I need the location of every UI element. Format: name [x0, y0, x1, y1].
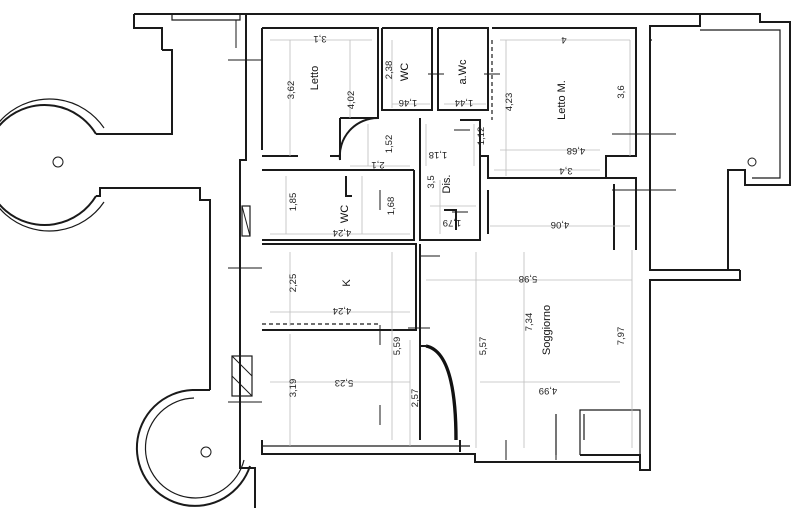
room-label-letto-m: Letto M. — [556, 80, 568, 120]
dim-label: 1,79 — [443, 217, 462, 228]
dim-label: 4,24 — [333, 227, 352, 238]
dim-label: 1,46 — [399, 97, 418, 108]
dim-label: 7,34 — [524, 313, 535, 332]
room-label-dis: Dis. — [441, 175, 453, 194]
column-icon — [200, 446, 212, 458]
dim-label: 7,97 — [616, 327, 627, 346]
dim-label: 2,1 — [371, 159, 384, 170]
dim-label: 2,57 — [410, 389, 421, 408]
room-label-wc-mid: WC — [339, 205, 351, 223]
interior-walls — [262, 27, 637, 452]
dim-label: 4,24 — [333, 305, 352, 316]
room-label-soggiorno: Soggiorno — [541, 305, 553, 355]
dim-label: 1,12 — [476, 127, 487, 146]
dim-label: 3,62 — [286, 81, 297, 100]
outer-walls — [0, 13, 791, 508]
dim-label: 4,23 — [504, 93, 515, 112]
dim-label: 3,5 — [426, 175, 437, 188]
room-label-letto: Letto — [309, 66, 321, 90]
room-label-wc-top: WC — [399, 63, 411, 81]
dim-label: 3,6 — [616, 85, 627, 98]
room-labels: Letto WC a.Wc Letto M. Dis. WC K Soggior… — [309, 59, 568, 355]
column-icon — [747, 157, 757, 167]
dim-label: 4 — [561, 34, 566, 45]
dim-label: 5,57 — [478, 337, 489, 356]
dim-label: 5,59 — [392, 337, 403, 356]
dim-label: 1,85 — [288, 193, 299, 212]
dim-label: 3,1 — [313, 33, 326, 44]
dim-label: 3,19 — [288, 379, 299, 398]
dim-label: 1,44 — [455, 97, 474, 108]
ticks — [228, 20, 676, 460]
dim-label: 5,98 — [519, 273, 538, 284]
dim-label: 4,99 — [539, 385, 558, 396]
dim-label: 1,52 — [384, 135, 395, 154]
dim-label: 2,25 — [288, 274, 299, 293]
column-icon — [52, 156, 64, 168]
dim-label: 2,38 — [384, 61, 395, 80]
dimension-lines — [270, 39, 633, 448]
room-label-a-wc: a.Wc — [457, 59, 469, 85]
dim-label: 1,68 — [386, 197, 397, 216]
room-label-k: K — [341, 279, 353, 287]
dim-label: 4,02 — [346, 91, 357, 110]
dim-label: 4,68 — [567, 145, 586, 156]
dim-label: 1,18 — [429, 149, 448, 160]
dimension-labels: 3,1 3,62 4,02 2,38 1,46 1,44 4 4,23 3,6 … — [286, 33, 627, 407]
dim-label: 3,4 — [559, 165, 572, 176]
dim-label: 5,23 — [335, 377, 354, 388]
dim-label: 4,06 — [551, 219, 570, 230]
window-hatch — [231, 205, 253, 397]
